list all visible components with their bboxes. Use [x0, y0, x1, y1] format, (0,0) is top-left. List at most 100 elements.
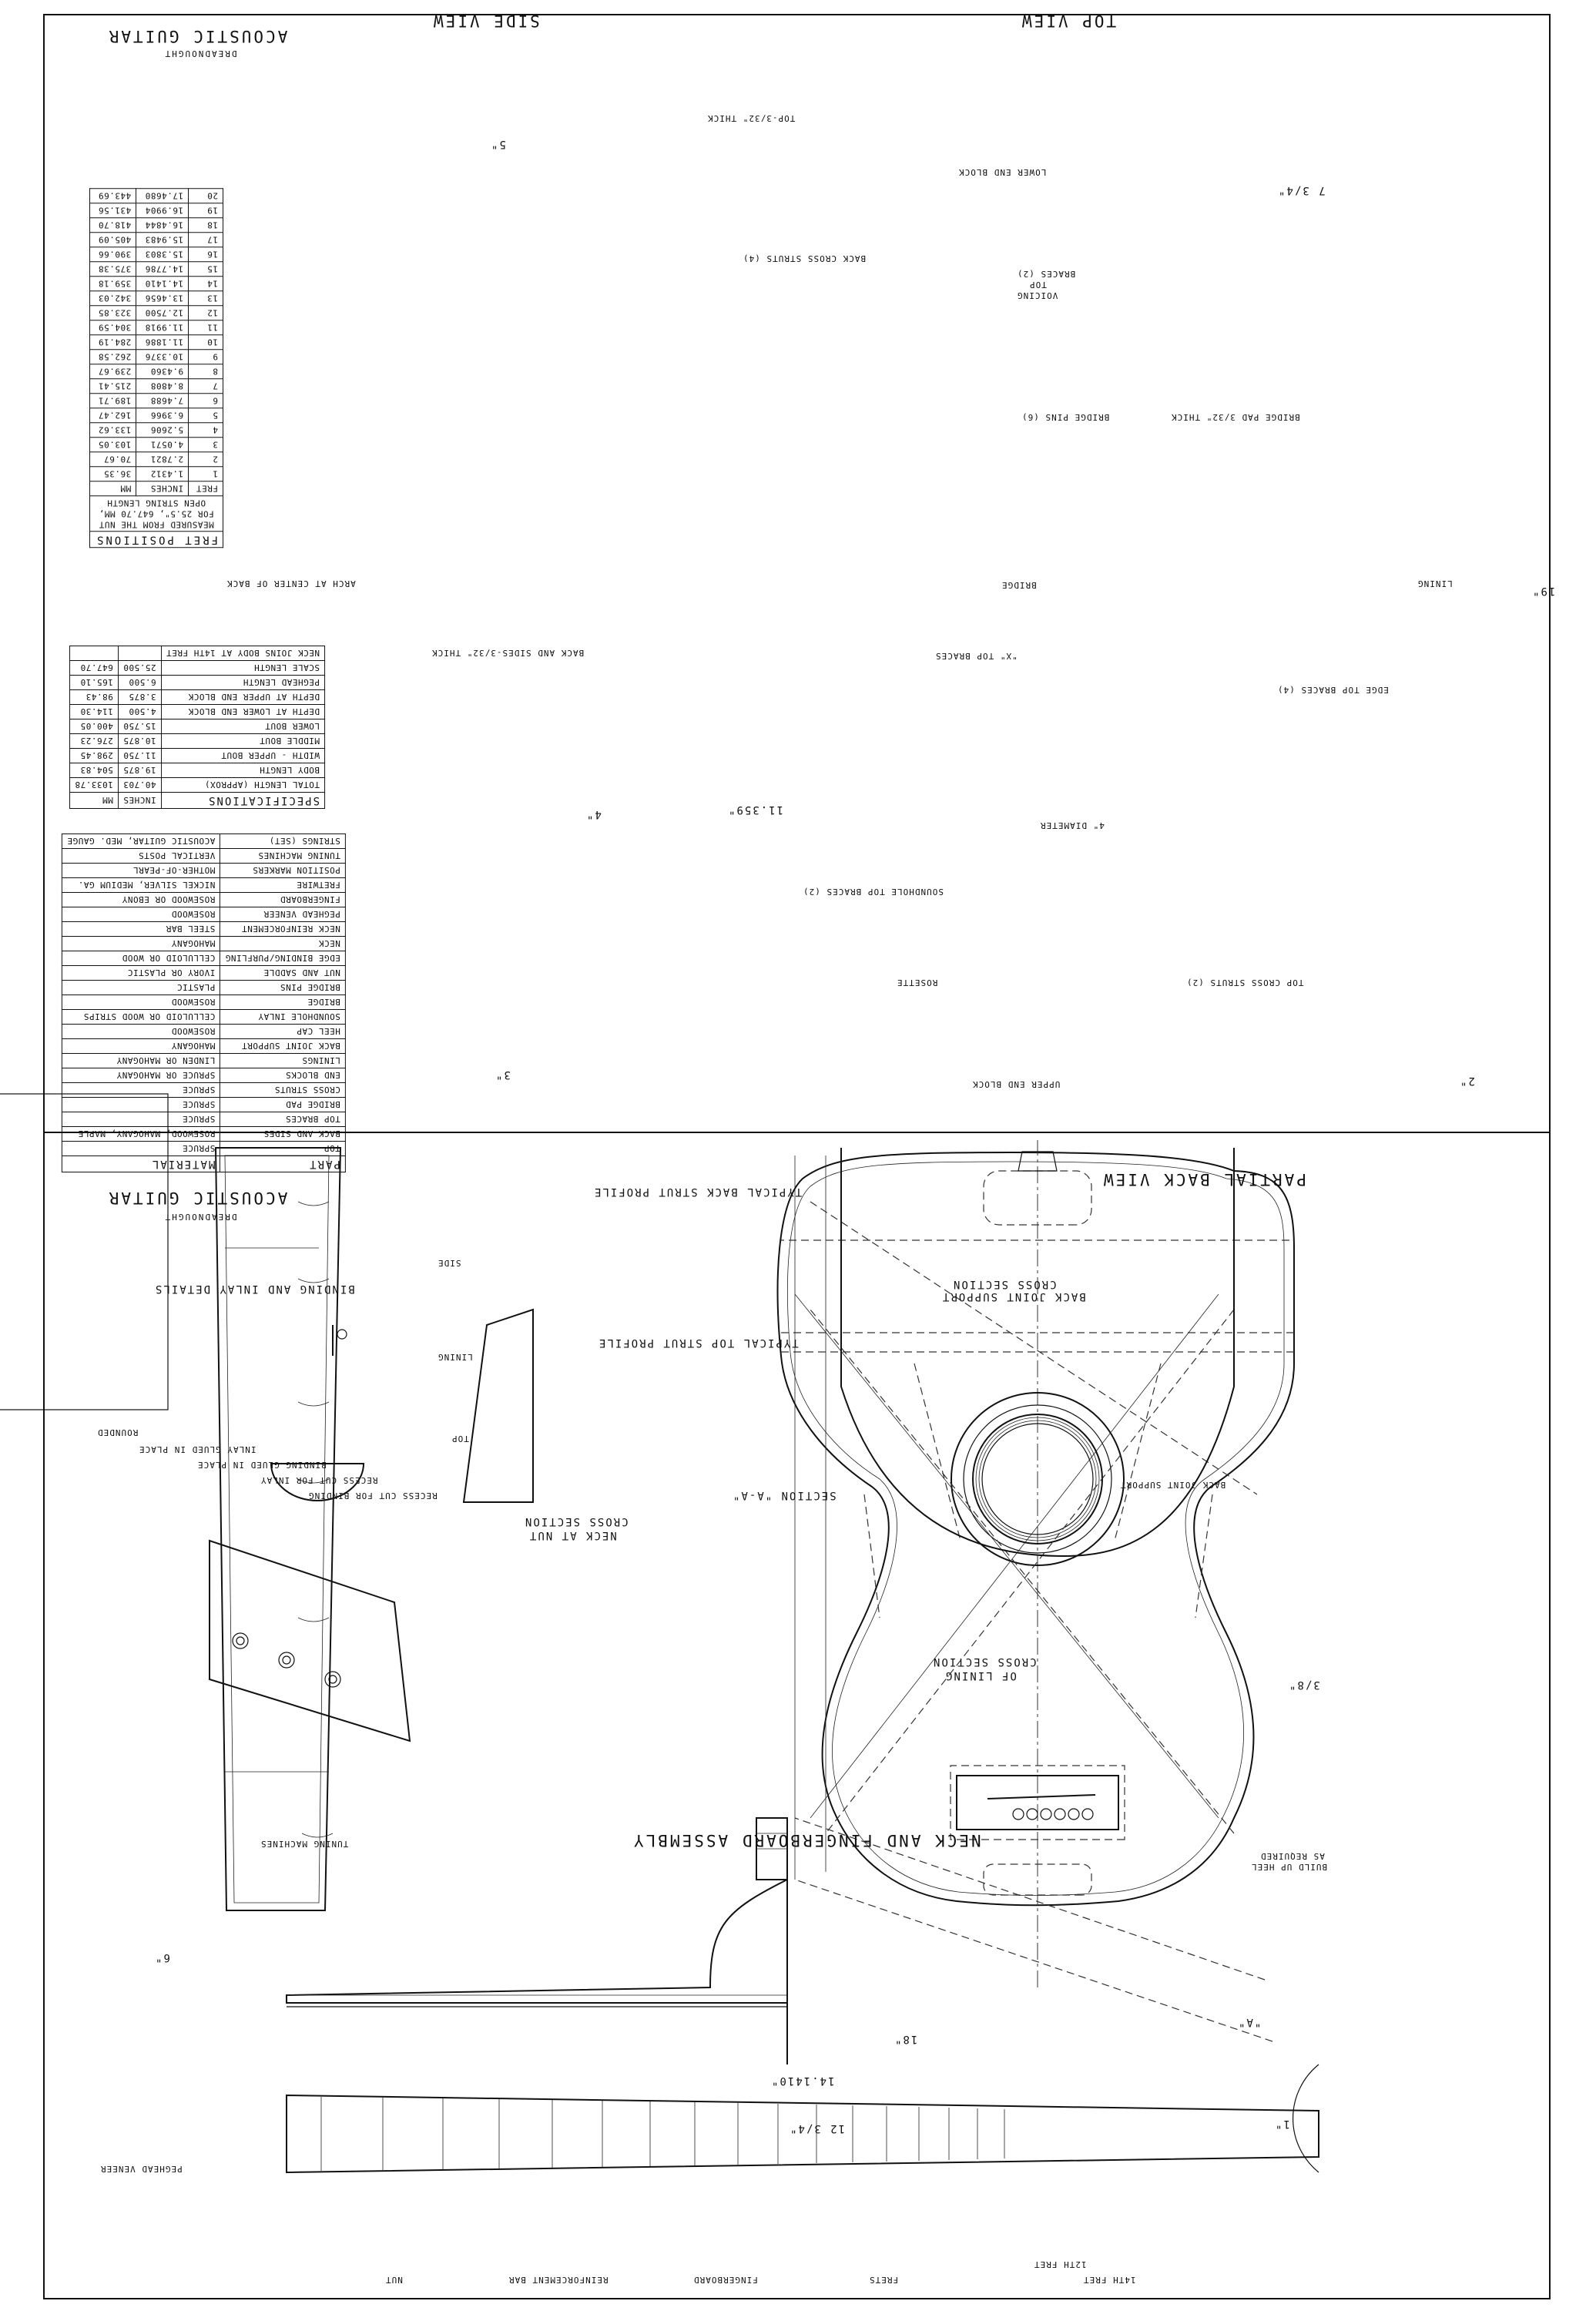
fret-cell: 15.9483 [136, 232, 189, 247]
soundhole-edge [963, 1404, 1112, 1554]
back-joint-title-1: CROSS SECTION [952, 1278, 1057, 1290]
material-cell: TOP BRACES [220, 1112, 346, 1127]
section-aa [462, 1308, 534, 1503]
fret-cell: 17 [188, 232, 223, 247]
material-cell: PLASTIC [62, 980, 220, 995]
callout-top: TOP [451, 1434, 469, 1444]
heel-block [756, 1817, 788, 1880]
callout-diameter: 4" DIAMETER [1040, 820, 1105, 830]
fret-cell: 1 [188, 466, 223, 481]
material-cell: HEEL CAP [220, 1024, 346, 1039]
fret-cell: 8 [188, 364, 223, 379]
cross-section-nut [270, 1463, 365, 1501]
callout-back-joint-support: BACK JOINT SUPPORT [1120, 1480, 1226, 1490]
material-cell: SPRUCE [62, 1082, 220, 1098]
fret-cell: 3 [188, 437, 223, 452]
fret-cell: 16.4844 [136, 217, 189, 233]
spec-cell: 25.500 [118, 660, 162, 676]
soundhole [951, 1392, 1125, 1566]
dim-3: 3" [495, 1068, 511, 1081]
fret-cell: 405.09 [89, 232, 136, 247]
material-cell: LINDEN OR MAHOGANY [62, 1053, 220, 1068]
callout-lining: LINING [1417, 579, 1453, 589]
fret-cell: 10.3376 [136, 349, 189, 364]
spec-cell: 647.70 [69, 660, 119, 676]
fret-cell: 133.62 [89, 422, 136, 438]
material-cell: BACK JOINT SUPPORT [220, 1038, 346, 1054]
material-cell: CELLULOID OR WOOD [62, 951, 220, 966]
callout-build-up-heel-1: AS REQUIRED [1260, 1851, 1325, 1861]
fret-cell: 15 [188, 261, 223, 277]
spec-cell: 11.750 [118, 748, 162, 763]
x-brace-2 [825, 1309, 1235, 1834]
callout-binding-glued: BINDING GLUED IN PLACE [197, 1460, 327, 1470]
bridge-pad [950, 1765, 1125, 1840]
body-lining [787, 1161, 1285, 1896]
partial-back-view-title: PARTIAL BACK VIEW [1101, 1170, 1306, 1189]
material-cell: ACOUSTIC GUITAR, MED. GAUGE [62, 834, 220, 849]
fret-cell: 304.59 [89, 320, 136, 335]
side-outline [214, 1147, 342, 1911]
material-cell: EDGE BINDING/PURFLING [220, 951, 346, 966]
spec-cell [118, 646, 162, 661]
material-cell: SPRUCE OR MAHOGANY [62, 1068, 220, 1083]
fret-cell: 103.05 [89, 437, 136, 452]
spec-cell: 400.05 [69, 719, 119, 734]
callout-recess-inlay: RECESS CUT FOR INLAY [260, 1475, 378, 1485]
material-cell: ROSEWOOD, MAHOGANY, MAPLE [62, 1126, 220, 1142]
fret-cell: 375.38 [89, 261, 136, 277]
material-cell: STRINGS (SET) [220, 834, 346, 849]
callout-peghead-veneer: PEGHEAD VENEER [100, 2164, 183, 2174]
callout-top-cross-struts: TOP CROSS STRUTS (2) [1186, 978, 1304, 988]
cross-section-lining-title-2: OF LINING [944, 1669, 1017, 1682]
dim-6: 6" [154, 1951, 170, 1964]
fret-cell: 284.19 [89, 334, 136, 350]
callout-12th-fret: 12TH FRET [1034, 2259, 1087, 2269]
fret-cell: 323.85 [89, 305, 136, 320]
spec-cell: SCALE LENGTH [161, 660, 325, 676]
callout-x-top-braces: "X" TOP BRACES [935, 651, 1018, 661]
fret-cell: 13 [188, 290, 223, 306]
fret-cell: 14.1410 [136, 276, 189, 291]
material-cell: ROSEWOOD OR EBONY [62, 892, 220, 907]
neck-profile [286, 1878, 788, 2004]
rosette-ring [975, 1417, 1100, 1541]
fret-cell: 390.66 [89, 247, 136, 262]
dim-4: 4" [585, 808, 602, 820]
fret-cell: 162.47 [89, 408, 136, 423]
back-outline [840, 1148, 1235, 1558]
dim-2: 2" [1459, 1075, 1475, 1087]
fret-cell: 7.4688 [136, 393, 189, 408]
spec-cell: BODY LENGTH [161, 763, 325, 778]
callout-reinforcement-bar: REINFORCEMENT BAR [508, 2275, 609, 2285]
fret-cell: 4 [188, 422, 223, 438]
body-outline [776, 1151, 1295, 1907]
back-joint-title-2: BACK JOINT SUPPORT [941, 1290, 1086, 1303]
fret-cell: 11.1886 [136, 334, 189, 350]
fret-cell: 215.41 [89, 378, 136, 394]
callout-back-cross-struts: BACK CROSS STRUTS (4) [743, 253, 867, 263]
cross-section-nut-title-2: NECK AT NUT [528, 1529, 617, 1541]
callout-14th-fret: 14TH FRET [1083, 2275, 1136, 2285]
material-cell: PEGHEAD VENEER [220, 907, 346, 922]
spec-cell: DEPTH AT LOWER END BLOCK [161, 704, 325, 719]
callout-bridge-pins: BRIDGE PINS (6) [1021, 412, 1110, 422]
title-acoustic-guitar-2: ACOUSTIC GUITAR [106, 1189, 288, 1207]
callout-soundhole-braces: SOUNDHOLE TOP BRACES (2) [803, 887, 944, 897]
material-cell: FINGERBOARD [220, 892, 346, 907]
cross-section-lining-title-1: CROSS SECTION [932, 1655, 1037, 1668]
voicing-brace [810, 1201, 1258, 1495]
